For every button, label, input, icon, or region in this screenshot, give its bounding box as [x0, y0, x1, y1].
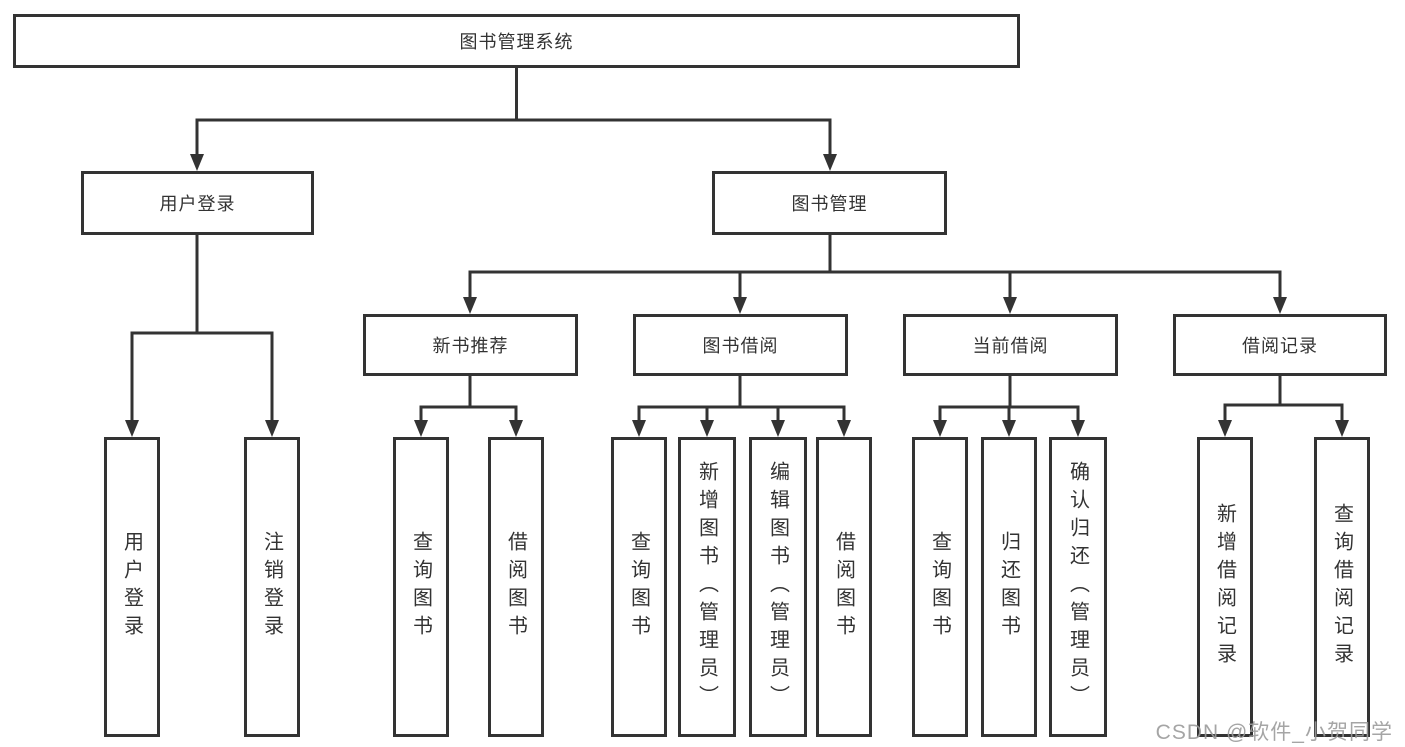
node-root: 图书管理系统	[13, 14, 1020, 68]
node-borrowing-records: 借阅记录	[1173, 314, 1387, 376]
arrowhead	[509, 420, 523, 437]
arrowhead	[463, 297, 477, 314]
node-user-login: 用户登录	[81, 171, 314, 235]
leaf-label: 确认归还（管理员）	[1066, 461, 1089, 713]
csdn-watermark: CSDN @软件_小贺同学	[1155, 721, 1393, 744]
leaf-user-login: 用户登录	[104, 437, 160, 737]
leaf-label: 编辑图书（管理员）	[766, 461, 789, 713]
leaf-query-books-recommend: 查询图书	[393, 437, 449, 737]
arrowhead	[700, 420, 714, 437]
arrowhead	[1003, 297, 1017, 314]
leaf-label: 查询图书	[627, 531, 650, 643]
arrowhead	[125, 420, 139, 437]
arrowhead	[733, 297, 747, 314]
leaf-label: 新增借阅记录	[1213, 503, 1236, 671]
node-new-book-recommend: 新书推荐	[363, 314, 578, 376]
arrowhead	[1218, 420, 1232, 437]
arrowhead	[823, 154, 837, 171]
leaf-label: 用户登录	[120, 531, 143, 643]
arrowhead	[265, 420, 279, 437]
arrowhead	[1002, 420, 1016, 437]
leaf-label: 借阅图书	[832, 531, 855, 643]
arrowhead	[837, 420, 851, 437]
leaf-label: 借阅图书	[504, 531, 527, 643]
leaf-logout: 注销登录	[244, 437, 300, 737]
leaf-label: 查询图书	[409, 531, 432, 643]
leaf-query-books-borrowing: 查询图书	[611, 437, 667, 737]
node-book-management: 图书管理	[712, 171, 947, 235]
arrowhead	[632, 420, 646, 437]
connector-book-borrowing-branch	[632, 376, 851, 437]
leaf-edit-book-admin: 编辑图书（管理员）	[749, 437, 807, 737]
leaf-return-book: 归还图书	[981, 437, 1037, 737]
leaf-label: 查询图书	[928, 531, 951, 643]
arrowhead	[1273, 297, 1287, 314]
leaf-add-book-admin: 新增图书（管理员）	[678, 437, 736, 737]
connector-borrowing-records-branch	[1218, 376, 1349, 437]
node-current-borrowing: 当前借阅	[903, 314, 1118, 376]
leaf-label: 注销登录	[260, 531, 283, 643]
arrowhead	[1071, 420, 1085, 437]
leaf-label: 新增图书（管理员）	[695, 461, 718, 713]
arrowhead	[414, 420, 428, 437]
node-book-borrowing: 图书借阅	[633, 314, 848, 376]
connector-user-login-branch	[125, 235, 279, 437]
arrowhead	[1335, 420, 1349, 437]
leaf-confirm-return-admin: 确认归还（管理员）	[1049, 437, 1107, 737]
arrowhead	[190, 154, 204, 171]
arrowhead	[933, 420, 947, 437]
leaf-borrow-books-recommend: 借阅图书	[488, 437, 544, 737]
leaf-query-books-current: 查询图书	[912, 437, 968, 737]
connector-root-branch	[190, 68, 837, 171]
leaf-borrow-books: 借阅图书	[816, 437, 872, 737]
connector-book-management-branch	[463, 235, 1287, 314]
leaf-query-borrow-record: 查询借阅记录	[1314, 437, 1370, 737]
connector-current-borrowing-branch	[933, 376, 1085, 437]
connector-new-book-branch	[414, 376, 523, 437]
leaf-label: 查询借阅记录	[1330, 503, 1353, 671]
arrowhead	[771, 420, 785, 437]
leaf-add-borrow-record: 新增借阅记录	[1197, 437, 1253, 737]
leaf-label: 归还图书	[997, 531, 1020, 643]
